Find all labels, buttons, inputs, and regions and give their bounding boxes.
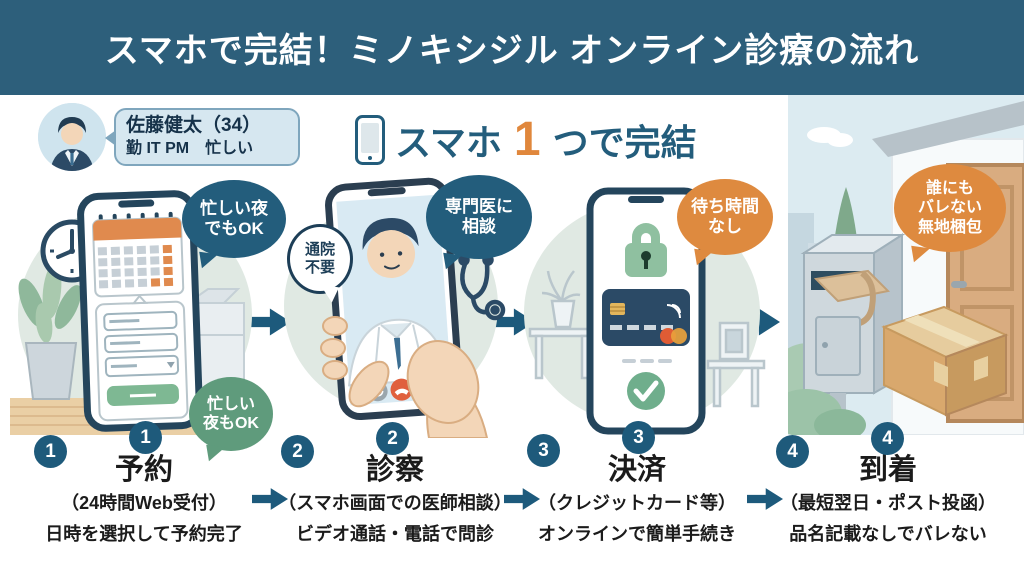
step3-subtitle: （クレジットカード等） xyxy=(538,493,736,514)
step2-badge: 2 xyxy=(376,422,409,455)
step1-title: 予約 xyxy=(114,454,173,486)
step1-subtitle: （24時間Web受付） xyxy=(61,493,227,514)
step4-description: 品名記載なしでバレない xyxy=(789,524,987,545)
step1-text: 予約 （24時間Web受付） 日時を選択して予約完了 xyxy=(14,455,274,546)
avatar xyxy=(38,103,106,171)
hero-number: 1 xyxy=(513,113,541,166)
delivery-illustration xyxy=(788,95,1024,435)
header-banner: スマホで完結！ミノキシジル オンライン診療の流れ xyxy=(0,0,1024,95)
step2-subtitle: （スマホ画面での医師相談） xyxy=(278,493,512,514)
step1-badge: 1 xyxy=(129,421,162,454)
side-table-right xyxy=(706,321,766,408)
bubble-busy-night-also-ok: 忙しい 夜もOK xyxy=(189,377,273,451)
bubble-plain-packaging: 誰にも バレない 無地梱包 xyxy=(894,164,1006,252)
businessman-avatar-icon xyxy=(38,103,106,171)
booking-phone xyxy=(77,190,203,432)
step1-badge: 1 xyxy=(34,435,67,468)
step2-title: 診察 xyxy=(365,454,424,486)
page-title: スマホで完結！ミノキシジル オンライン診療の流れ xyxy=(104,32,920,70)
hero-heading: スマホ 1 つで完結 xyxy=(355,110,715,170)
package-icon xyxy=(881,305,1009,417)
step3-title: 決済 xyxy=(607,454,666,486)
bush-small xyxy=(814,409,866,435)
hero-text-post: つで完結 xyxy=(552,122,697,163)
profile-occupation: 勤 IT PM 忙しい xyxy=(126,139,254,157)
step4-title: 到着 xyxy=(858,454,917,486)
bubble-busy-night-ok: 忙しい夜 でもOK xyxy=(182,180,286,258)
hand xyxy=(320,316,489,438)
mailbox-icon xyxy=(800,233,906,431)
checkmark-icon xyxy=(627,372,665,410)
step3-badge: 3 xyxy=(527,434,560,467)
step2-badge: 2 xyxy=(281,435,314,468)
profile-name: 佐藤健太（34） xyxy=(126,115,262,136)
step4-text: 到着 （最短翌日・ポスト投函） 品名記載なしでバレない xyxy=(758,455,1018,546)
bubble-no-wait: 待ち時間 なし xyxy=(677,179,773,255)
lock-icon xyxy=(625,223,667,277)
profile-card: 佐藤健太（34） 勤 IT PM 忙しい xyxy=(105,108,300,166)
side-table-left xyxy=(528,270,596,380)
package-in-slot xyxy=(813,269,891,326)
booking-form xyxy=(95,294,189,422)
step2-text: 診察 （スマホ画面での医師相談） ビデオ通話・電話で問診 xyxy=(265,455,525,546)
step4-badge: 4 xyxy=(871,422,904,455)
step4-badge: 4 xyxy=(776,435,809,468)
step3-badge: 3 xyxy=(622,421,655,454)
step4-subtitle: （最短翌日・ポスト投函） xyxy=(780,493,996,514)
bubble-specialist-consult: 専門医に 相談 xyxy=(426,175,532,259)
clouds xyxy=(807,127,853,147)
step2-description: ビデオ通話・電話で問診 xyxy=(296,524,494,545)
step1-description: 日時を選択して予約完了 xyxy=(45,524,243,545)
bubble-no-hospital-visit: 通院 不要 xyxy=(287,224,353,294)
step3-description: オンラインで簡単手続き xyxy=(538,524,736,545)
payment-phone xyxy=(586,187,706,435)
calendar-icon xyxy=(92,211,185,298)
step3-text: 決済 （クレジットカード等） オンラインで簡単手続き xyxy=(507,455,767,546)
hero-text-pre: スマホ xyxy=(395,122,502,163)
credit-card-icon xyxy=(602,289,690,346)
smartphone-icon xyxy=(355,115,385,165)
